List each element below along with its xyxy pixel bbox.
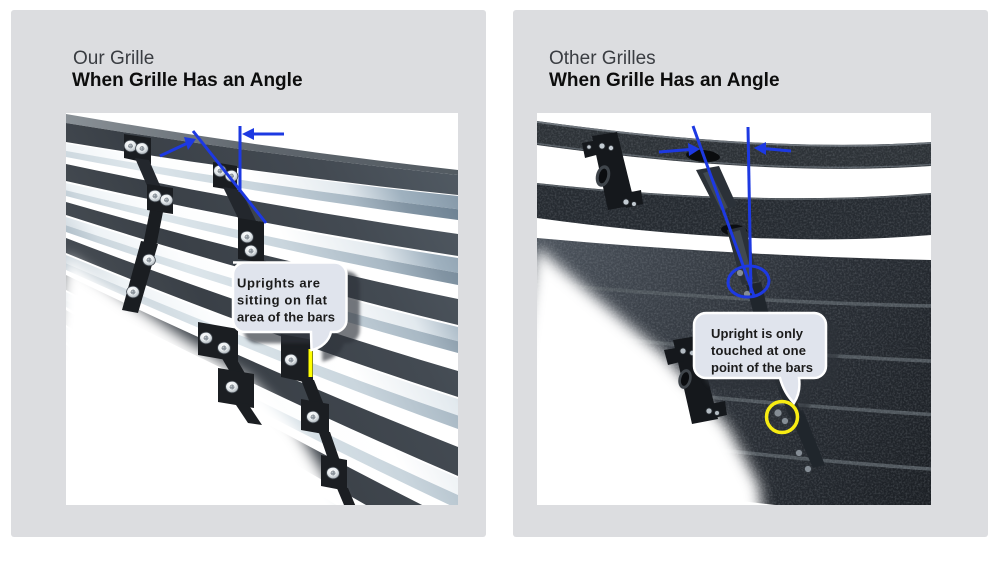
svg-text:Upright is only: Upright is only bbox=[711, 326, 804, 341]
svg-text:Uprights are: Uprights are bbox=[237, 276, 320, 291]
svg-text:point of the bars: point of the bars bbox=[711, 360, 813, 375]
svg-text:sitting on flat: sitting on flat bbox=[237, 293, 328, 308]
svg-text:area of the bars: area of the bars bbox=[237, 310, 335, 325]
svg-text:touched at one: touched at one bbox=[711, 343, 806, 358]
